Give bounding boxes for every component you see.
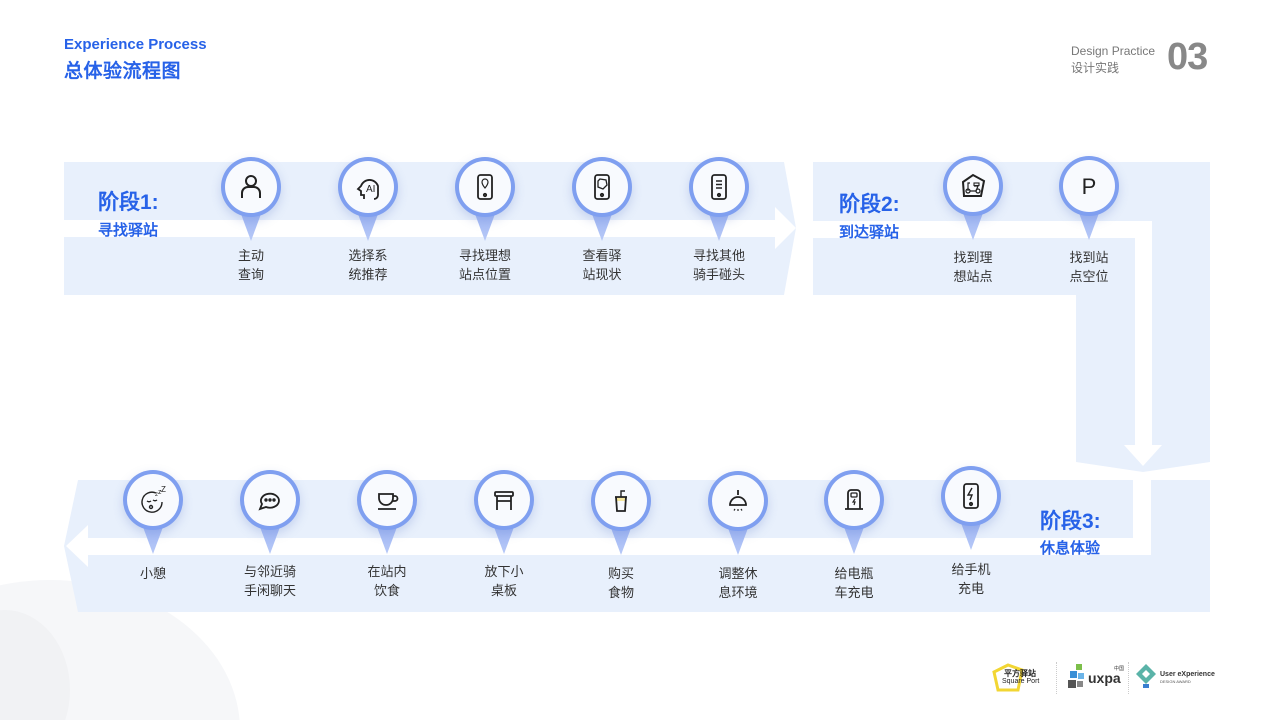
step-pin-find-ideal-location[interactable] xyxy=(453,157,517,241)
step-label: 寻找其他骑手碰头 xyxy=(692,248,745,282)
uxpa-blocks-icon xyxy=(1068,664,1084,688)
coffee-cup-icon xyxy=(378,493,399,510)
pentagon-logo-icon xyxy=(992,663,1024,692)
step-label: 主动查询 xyxy=(237,248,264,282)
step-label: 与邻近骑手闲聊天 xyxy=(243,564,296,598)
step-pin-eat-in-station[interactable] xyxy=(355,470,419,554)
uxpa-logo: uxpa 中国 xyxy=(1066,662,1126,692)
stage1-title: 阶段1: xyxy=(98,191,159,214)
section-label-cn: 设计实践 xyxy=(1071,61,1120,75)
step-pin-system-recommend[interactable]: AI xyxy=(336,157,400,241)
phone-location-icon xyxy=(477,174,493,200)
page-title-cn: 总体验流程图 xyxy=(64,61,182,82)
step-pin-buy-food[interactable] xyxy=(589,471,653,555)
table-icon xyxy=(494,491,514,510)
step-pin-find-ideal-station[interactable] xyxy=(941,156,1005,240)
step-pin-find-parking-spot[interactable]: P xyxy=(1057,156,1121,240)
battery-charger-icon xyxy=(845,489,863,510)
stage3-arrow-head xyxy=(66,525,88,567)
ue-diamond-icon xyxy=(1136,664,1156,688)
svg-text:z: z xyxy=(158,489,162,496)
step-label: 小憩 xyxy=(139,566,166,581)
page-title-en: Experience Process xyxy=(64,36,207,53)
step-pin-active-query[interactable] xyxy=(219,157,283,241)
svg-text:P: P xyxy=(1082,174,1097,199)
chat-bubble-icon xyxy=(258,492,280,511)
scooter-station-icon xyxy=(961,173,986,197)
step-label: 选择系统推荐 xyxy=(348,248,388,282)
stage1-subtitle: 寻找驿站 xyxy=(98,222,159,239)
step-pin-charge-phone[interactable] xyxy=(939,466,1003,550)
stage3-title: 阶段3: xyxy=(1040,510,1101,533)
step-pin-check-station-status[interactable] xyxy=(570,157,634,241)
user-icon xyxy=(241,175,261,198)
user-experience-award-logo: User eXperience DESIGN AWARD xyxy=(1134,662,1224,692)
section-label-en: Design Practice xyxy=(1071,44,1156,58)
stage3-subtitle: 休息体验 xyxy=(1040,540,1101,557)
phone-charge-icon xyxy=(963,483,979,509)
step-pin-chat-with-riders[interactable] xyxy=(238,470,302,554)
stage2-subtitle: 到达驿站 xyxy=(839,224,900,241)
step-pin-lower-table[interactable] xyxy=(472,470,536,554)
drink-cup-icon xyxy=(615,490,627,512)
svg-text:AI: AI xyxy=(366,184,375,195)
step-label: 在站内饮食 xyxy=(367,564,407,598)
square-port-logo: 平方驿站 Square Port xyxy=(990,662,1050,692)
parking-icon: P xyxy=(1082,174,1097,199)
step-pin-meet-other-riders[interactable] xyxy=(687,157,751,241)
stage1-arrow-head xyxy=(775,207,796,249)
step-label: 给电瓶车充电 xyxy=(834,566,874,600)
ai-head-icon: AI xyxy=(356,179,379,200)
svg-text:z: z xyxy=(155,492,158,498)
step-label: 寻找理想站点位置 xyxy=(458,248,511,282)
step-label: 放下小桌板 xyxy=(484,564,524,598)
section-number: 03 xyxy=(1167,36,1208,78)
step-label: 查看驿站现状 xyxy=(582,248,622,282)
step-label: 购买食物 xyxy=(607,566,634,600)
phone-pentagon-icon xyxy=(594,174,610,200)
step-pin-charge-ebike[interactable] xyxy=(822,470,886,554)
step-label: 找到理想站点 xyxy=(953,250,993,284)
logo-divider xyxy=(1128,662,1129,694)
step-label: 找到站点空位 xyxy=(1069,250,1109,284)
phone-list-icon xyxy=(711,174,727,200)
svg-text:Z: Z xyxy=(161,485,166,494)
logo-divider xyxy=(1056,662,1057,694)
stage2-arrow-head xyxy=(1124,445,1162,466)
stage2-title: 阶段2: xyxy=(839,193,900,216)
step-pin-adjust-environment[interactable] xyxy=(706,471,770,555)
ceiling-lamp-icon xyxy=(729,490,747,511)
step-label: 调整休息环境 xyxy=(718,566,758,600)
step-label: 给手机充电 xyxy=(951,562,991,596)
